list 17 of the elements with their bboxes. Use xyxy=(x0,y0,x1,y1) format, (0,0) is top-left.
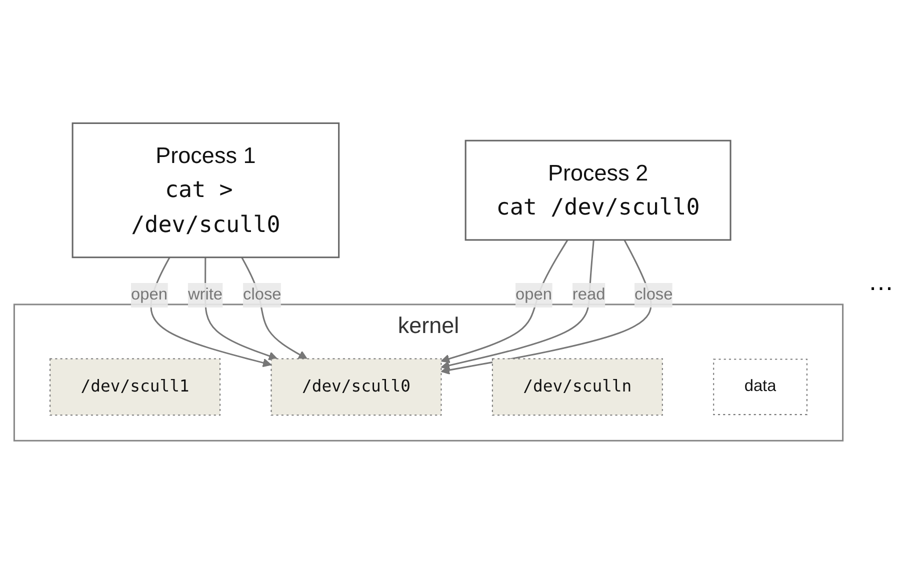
node-box: Process 2 cat /dev/scull0 xyxy=(464,139,732,240)
arrow xyxy=(440,239,594,370)
arrow xyxy=(150,256,272,367)
edge-label: close xyxy=(243,286,282,304)
node-box: /dev/scull0 xyxy=(270,358,442,416)
arrow xyxy=(440,239,568,363)
node-box: Process 1 cat > /dev/scull0 xyxy=(72,122,340,258)
ellipsis-text: … xyxy=(868,266,894,296)
node-box: /dev/scull1 xyxy=(50,358,221,416)
edge-label: write xyxy=(188,286,223,304)
edge-label: read xyxy=(572,286,606,304)
edge-label: close xyxy=(634,286,673,304)
arrow xyxy=(241,256,308,359)
node-box: /dev/sculln xyxy=(492,358,663,416)
edge-label: open xyxy=(515,286,552,304)
arrow xyxy=(440,239,652,374)
edge-label: open xyxy=(131,286,168,304)
